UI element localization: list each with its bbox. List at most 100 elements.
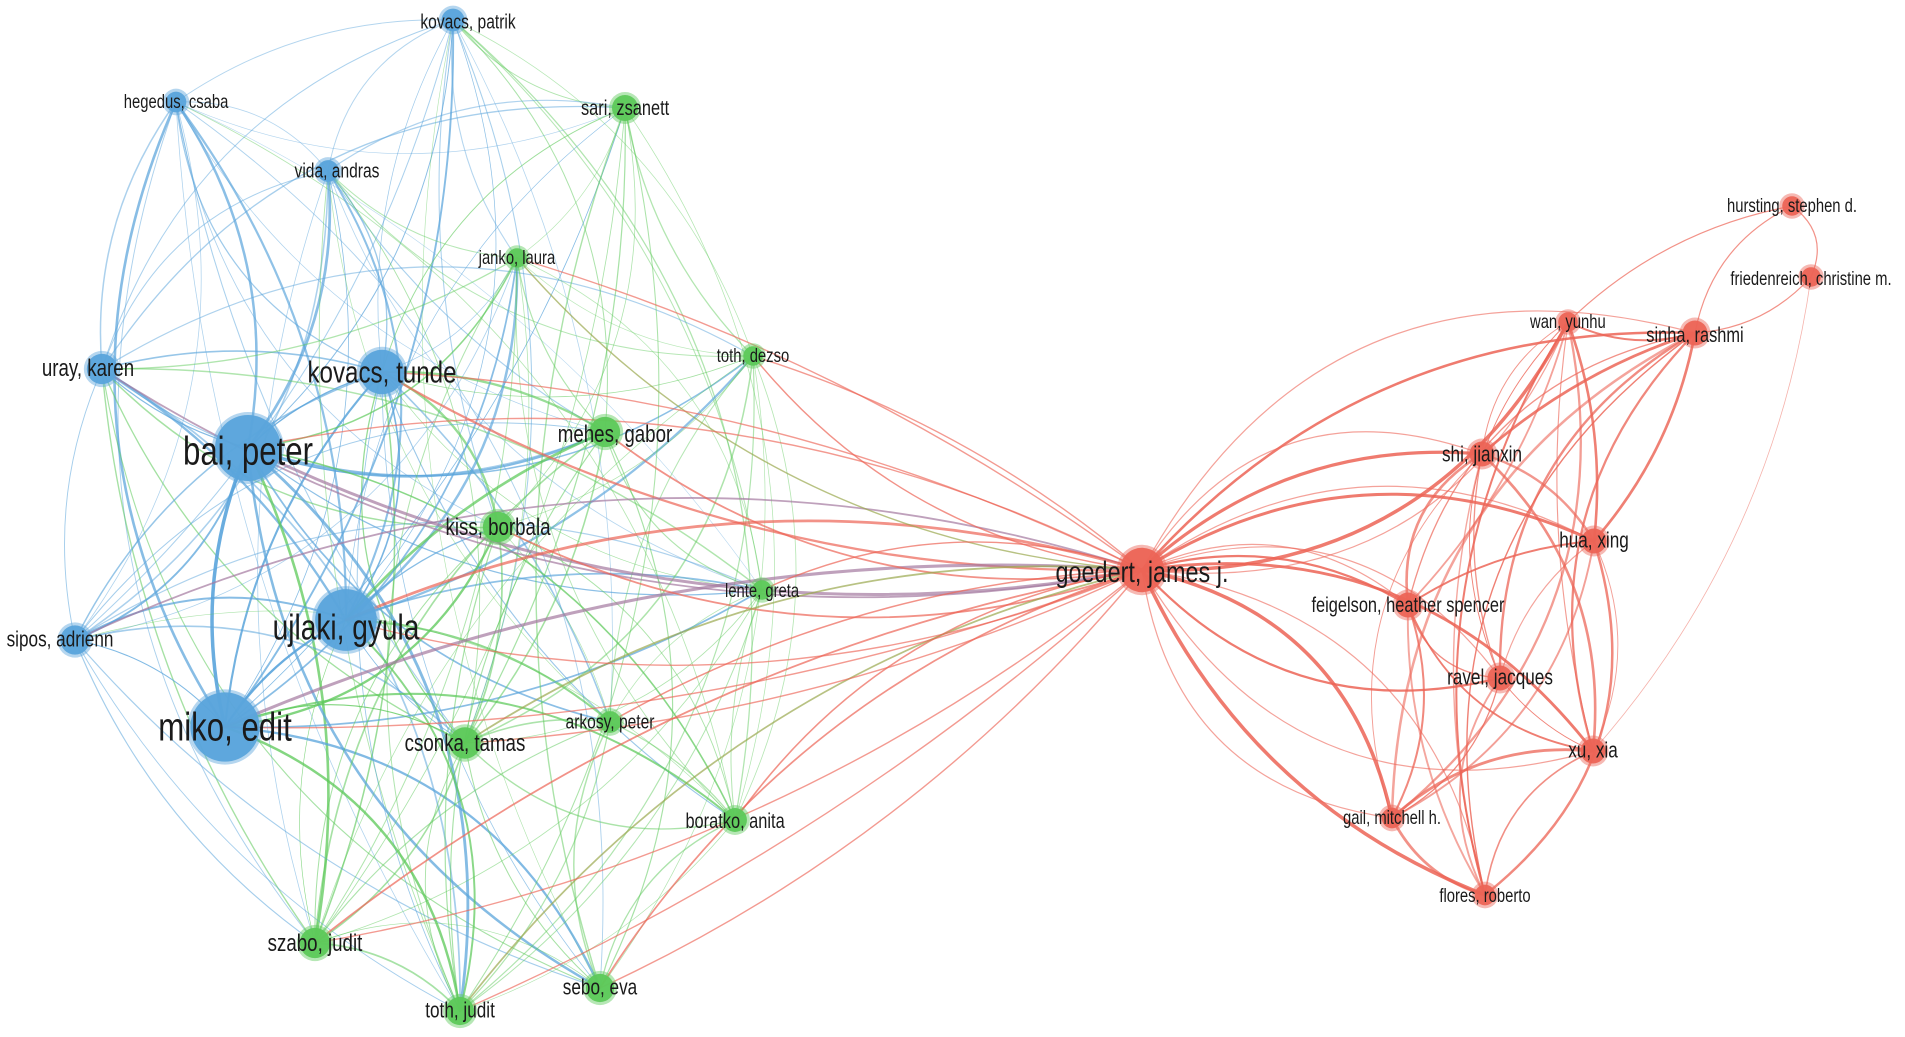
edge-szabo-judit-sebo-eva — [314, 922, 601, 989]
edge-boratko-anita-goedert-james — [734, 569, 1143, 821]
edge-hua-xing-flores-roberto — [1483, 539, 1614, 897]
node-toth-judit[interactable] — [445, 996, 475, 1026]
node-lente-greta[interactable] — [752, 580, 772, 600]
edge-sari-zsanett-toth-judit — [459, 107, 660, 1012]
edge-kiss-borbala-toth-judit — [444, 526, 499, 1012]
edge-feigelson-heather-gail-mitchell — [1390, 603, 1425, 820]
edge-hegedus-csaba-szabo-judit — [117, 101, 316, 944]
node-label-ujlaki-gyula: ujlaki, gyula — [273, 607, 420, 647]
node-sipos-adrienn[interactable] — [60, 625, 90, 655]
node-wan-yunhu[interactable] — [1558, 312, 1578, 332]
edge-kovacs-patrik-sipos-adrienn — [74, 19, 454, 641]
node-boratko-anita[interactable] — [723, 808, 747, 832]
node-label-wan-yunhu: wan, yunhu — [1529, 311, 1606, 332]
node-hursting-stephen[interactable] — [1782, 196, 1802, 216]
edge-toth-judit-goedert-james — [459, 569, 1143, 1012]
edge-toth-dezso-boratko-anita — [734, 355, 797, 821]
node-goedert-james[interactable] — [1119, 547, 1165, 593]
node-friedenreich-christine[interactable] — [1801, 267, 1821, 287]
edge-kovacs-patrik-kovacs-tunde — [377, 19, 454, 373]
node-miko-edit[interactable] — [190, 692, 260, 762]
edge-sari-zsanett-kiss-borbala — [497, 107, 636, 528]
edge-janko-laura-goedert-james — [516, 257, 1143, 571]
node-szabo-judit[interactable] — [299, 927, 331, 959]
edge-toth-judit-goedert-james — [459, 569, 1143, 1012]
edge-miko-edit-toth-judit — [223, 725, 462, 1013]
node-sebo-eva[interactable] — [585, 973, 615, 1003]
node-label-miko-edit: miko, edit — [158, 705, 292, 750]
edge-vida-andras-uray-karen — [101, 170, 329, 370]
edge-sipos-adrienn-csonka-tamas — [74, 625, 466, 744]
edge-shi-jianxin-xu-xia — [1480, 452, 1597, 753]
edge-kovacs-patrik-lente-greta — [452, 19, 763, 591]
edge-goedert-james-feigelson-heather — [1141, 543, 1409, 606]
edge-wan-yunhu-feigelson-heather — [1407, 321, 1569, 606]
edge-hua-xing-ravel-jacques — [1499, 540, 1595, 679]
node-janko-laura[interactable] — [507, 248, 527, 268]
edge-hegedus-csaba-sebo-eva — [175, 101, 604, 989]
edge-ujlaki-gyula-sipos-adrienn — [74, 596, 347, 641]
node-sinha-rashmi[interactable] — [1682, 320, 1708, 346]
node-label-toth-judit: toth, judit — [425, 999, 495, 1024]
node-hua-xing[interactable] — [1581, 528, 1607, 554]
node-label-feigelson-heather: feigelson, heather spencer — [1311, 593, 1504, 616]
edge-szabo-judit-toth-judit — [314, 942, 461, 1012]
edge-sipos-adrienn-janko-laura — [74, 257, 518, 641]
node-shi-jianxin[interactable] — [1469, 441, 1495, 467]
edge-kovacs-tunde-miko-edit — [223, 370, 384, 729]
edge-vida-andras-mehes-gabor — [327, 170, 606, 433]
node-label-kiss-borbala: kiss, borbala — [445, 514, 550, 541]
edge-sipos-adrienn-toth-judit — [74, 639, 461, 1012]
edge-sebo-eva-goedert-james — [599, 569, 1143, 989]
edge-kovacs-patrik-vida-andras — [327, 19, 454, 172]
node-label-xu-xia: xu, xia — [1568, 739, 1618, 764]
edge-toth-dezso-goedert-james — [752, 355, 1143, 571]
edge-hua-xing-feigelson-heather — [1407, 540, 1595, 606]
node-gail-mitchell[interactable] — [1381, 807, 1403, 829]
node-xu-xia[interactable] — [1580, 738, 1606, 764]
edge-xu-xia-flores-roberto — [1484, 750, 1594, 896]
node-csonka-tamas[interactable] — [449, 727, 481, 759]
edge-kovacs-patrik-toth-dezso — [452, 19, 754, 357]
node-feigelson-heather[interactable] — [1395, 592, 1421, 618]
edge-janko-laura-szabo-judit — [314, 257, 518, 944]
node-vida-andras[interactable] — [317, 160, 339, 182]
edge-miko-edit-boratko-anita — [224, 692, 736, 821]
node-kiss-borbala[interactable] — [482, 511, 514, 543]
node-bai-peter[interactable] — [215, 415, 281, 481]
node-kovacs-patrik[interactable] — [441, 8, 465, 32]
edge-lente-greta-goedert-james — [761, 541, 1143, 591]
edge-sinha-rashmi-ravel-jacques — [1498, 331, 1697, 680]
node-label-sipos-adrienn: sipos, adrienn — [7, 628, 114, 653]
node-uray-karen[interactable] — [86, 353, 118, 385]
node-arkosy-peter[interactable] — [599, 711, 621, 733]
edge-toth-dezso-goedert-james — [752, 355, 1143, 571]
node-label-kovacs-tunde: kovacs, tunde — [307, 355, 456, 390]
edge-bai-peter-toth-judit — [246, 446, 470, 1013]
node-flores-roberto[interactable] — [1474, 884, 1496, 906]
edge-sipos-adrienn-goedert-james — [74, 497, 1143, 641]
edge-sari-zsanett-szabo-judit — [314, 107, 626, 944]
node-mehes-gabor[interactable] — [589, 416, 621, 448]
node-label-hua-xing: hua, xing — [1559, 529, 1629, 554]
node-toth-dezso[interactable] — [743, 346, 763, 366]
edge-hegedus-csaba-toth-judit — [175, 101, 461, 1012]
node-ujlaki-gyula[interactable] — [315, 589, 377, 651]
node-label-sebo-eva: sebo, eva — [563, 976, 637, 1001]
node-sari-zsanett[interactable] — [611, 94, 639, 122]
edge-szabo-judit-goedert-james — [314, 569, 1143, 944]
edge-uray-karen-toth-dezso — [101, 266, 754, 370]
edge-goedert-james-ravel-jacques — [1140, 568, 1502, 692]
edge-ujlaki-gyula-sari-zsanett — [345, 107, 626, 621]
node-label-boratko-anita: boratko, anita — [685, 809, 785, 832]
edge-vida-andras-sari-zsanett — [327, 99, 626, 172]
node-label-sari-zsanett: sari, zsanett — [581, 96, 670, 119]
node-ravel-jacques[interactable] — [1487, 665, 1513, 691]
node-kovacs-tunde[interactable] — [359, 349, 405, 395]
edge-csonka-tamas-boratko-anita — [464, 742, 736, 830]
node-hegedus-csaba[interactable] — [165, 91, 187, 113]
edge-sinha-rashmi-gail-mitchell — [1390, 331, 1697, 820]
edge-bai-peter-boratko-anita — [247, 447, 736, 821]
edge-lente-greta-arkosy-peter — [609, 589, 763, 723]
